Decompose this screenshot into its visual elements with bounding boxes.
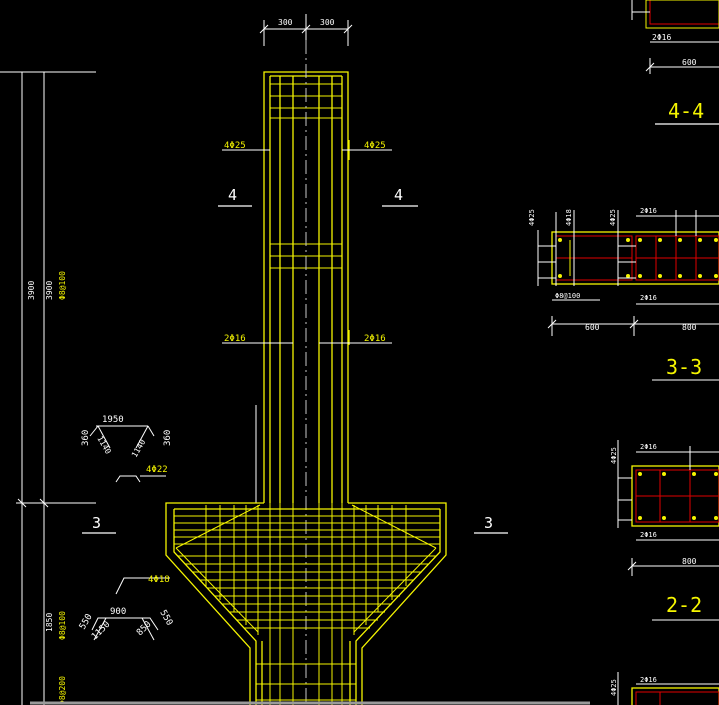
left-dim-1: 3900 [27,281,36,300]
sec22-left-label: 4Φ25 [610,447,618,464]
bar-top-length: 1950 [102,415,124,425]
left-rebar-label-2: Φ8@100 [58,611,67,640]
left-dimension-lines [0,71,96,705]
bar-shape-bottom [91,577,170,641]
sec44-rebar-label: 2Φ16 [652,33,671,42]
bar-top-diag-right: 1140 [130,438,148,459]
section-cut-4-left: 4 [228,186,237,204]
label-top-left: 4Φ25 [224,141,246,151]
section-4-4 [631,0,719,125]
bar-shape-top [89,425,166,483]
bar-bottom-diag-left: 1150 [90,620,112,642]
bar-top-right-leg: 360 [163,430,173,446]
top-dim-right: 300 [320,18,335,27]
sec22-dim: 800 [682,557,697,566]
section-cut-3-right: 3 [484,514,493,532]
label-mid-right: 2Φ16 [364,334,386,344]
sec-bottom-left-label: 4Φ25 [610,679,618,696]
left-rebar-label-1: Φ8@100 [58,271,67,300]
sec33-dim-2: 800 [682,323,697,332]
sec33-label-3: 4Φ25 [609,209,617,226]
sec33-label-2: 4Φ18 [565,209,573,226]
footing-horizontal-bars [174,515,440,701]
left-rebar-label-3: Φ8@200 [58,676,67,705]
sec33-label-1: 4Φ25 [528,209,536,226]
footing-vertical-bars [175,503,437,705]
sec33-title: 3-3 [666,355,702,379]
sec22-bottom-label: 2Φ16 [640,531,657,539]
column-leaders [222,149,392,503]
bar-bottom-mid: 900 [110,607,126,617]
section-cut-4-right: 4 [394,186,403,204]
sec-bottom-top-label: 2Φ16 [640,676,657,684]
bar-bottom-label: 4Φ18 [148,575,170,585]
left-bottom-dim: 1850 [45,613,54,632]
label-mid-left: 2Φ16 [224,334,246,344]
bar-bottom-diag-right: 850 [135,620,154,639]
sec33-stirrup: Φ8@100 [555,292,580,300]
section-cut-3-left: 3 [92,514,101,532]
section-bottom-partial [30,672,719,705]
top-dim-left: 300 [278,18,293,27]
sec44-title: 4-4 [668,99,704,123]
section-2-2 [617,440,719,621]
left-dim-2: 3900 [45,281,54,300]
sec33-bottom-label: 2Φ16 [640,294,657,302]
sec33-dim-1: 600 [585,323,600,332]
bar-top-label: 4Φ22 [146,465,168,475]
bar-bottom-right: 550 [157,609,174,628]
label-top-right: 4Φ25 [364,141,386,151]
sec22-title: 2-2 [666,593,702,617]
sec44-dim: 600 [682,58,697,67]
section-3-3 [537,210,719,381]
sec33-label-4: 2Φ16 [640,207,657,215]
bar-top-left-leg: 360 [81,430,91,446]
bar-top-diag-left: 1140 [95,435,113,456]
sec22-top-label: 2Φ16 [640,443,657,451]
